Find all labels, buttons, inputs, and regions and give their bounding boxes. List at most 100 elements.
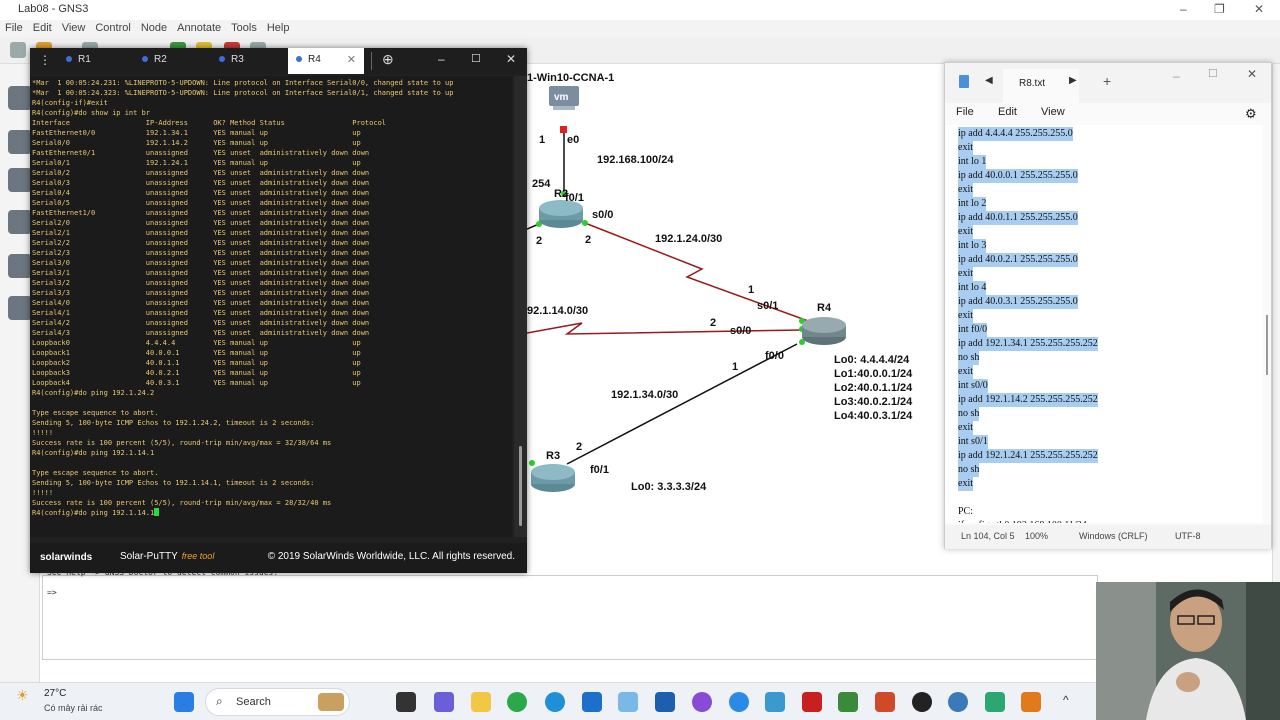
session-dot-icon — [142, 56, 148, 63]
maximize-icon[interactable]: ❐ — [1214, 2, 1225, 16]
weather-icon[interactable]: ☀ — [16, 687, 29, 703]
chat-icon[interactable] — [434, 692, 454, 712]
powerpoint-icon[interactable] — [875, 692, 895, 712]
terminal-output[interactable]: *Mar 1 00:05:24.231: %LINEPROTO-5-UPDOWN… — [30, 76, 512, 537]
vpn-icon[interactable] — [948, 692, 968, 712]
r3-number: 2 — [576, 441, 583, 453]
r2-f01-label: f0/1 — [565, 192, 584, 204]
search-label: Search — [236, 696, 271, 708]
all-devices-icon[interactable] — [8, 254, 32, 278]
text-line: ip add 40.0.3.1 255.255.255.0 — [958, 295, 1078, 309]
menu-view[interactable]: View — [61, 22, 86, 34]
text-line: no sh — [958, 463, 980, 477]
tab-r2[interactable]: R2 — [134, 48, 210, 74]
close-icon[interactable]: ✕ — [506, 52, 517, 66]
menu-dots-icon[interactable]: ⋮ — [39, 53, 51, 67]
text-line: int s0/1 — [958, 435, 988, 449]
minimize-icon[interactable]: – — [438, 52, 445, 66]
close-tab-icon[interactable]: ✕ — [346, 54, 356, 66]
r4-s01-label: s0/1 — [757, 300, 779, 312]
routers-icon[interactable] — [8, 86, 32, 110]
menu-control[interactable]: Control — [95, 22, 131, 34]
solar-putty-icon[interactable] — [1021, 692, 1041, 712]
snipping-tool-icon[interactable] — [838, 692, 858, 712]
viber-icon[interactable] — [692, 692, 712, 712]
pc-node[interactable] — [549, 86, 579, 106]
close-icon[interactable]: ✕ — [1247, 67, 1258, 81]
router-r3[interactable] — [531, 464, 575, 492]
store-icon[interactable] — [655, 692, 675, 712]
terminal-scrollbar[interactable] — [514, 76, 527, 537]
tab-label: R4 — [308, 54, 321, 65]
tab-r8-txt[interactable]: R8.txt — [1003, 69, 1079, 103]
pdf-icon[interactable] — [802, 692, 822, 712]
close-icon[interactable]: ✕ — [1254, 2, 1265, 16]
topology-canvas[interactable]: vm 1-Win10-CCNA-1 e0 1 192.168.100/24 25… — [527, 66, 945, 500]
tab-r1[interactable]: R1 — [58, 48, 134, 74]
zalo-icon[interactable] — [729, 692, 749, 712]
net-24-label: 192.1.24.0/30 — [655, 233, 723, 245]
file-explorer-icon[interactable] — [471, 692, 491, 712]
session-dot-icon — [219, 56, 225, 63]
notepad-window: ◀ R8.txt ▶ + – ☐ ✕ File Edit View ⚙ ip a… — [944, 62, 1272, 549]
maximize-icon[interactable]: ☐ — [1208, 68, 1218, 80]
notepad-scrollbar[interactable] — [1264, 125, 1271, 523]
edge-icon[interactable] — [545, 692, 565, 712]
link-r1-r4 — [527, 322, 803, 335]
menu-node[interactable]: Node — [140, 22, 168, 34]
chrome-icon[interactable] — [507, 692, 527, 712]
task-view-icon[interactable] — [396, 692, 416, 712]
notepad-icon[interactable] — [765, 692, 785, 712]
notepad-menubar: File Edit View ⚙ — [945, 103, 1271, 125]
menu-file[interactable]: File — [5, 22, 23, 34]
menu-edit[interactable]: Edit — [998, 106, 1017, 118]
link-icon[interactable] — [8, 296, 32, 320]
new-tab-icon[interactable]: ⊕ — [382, 51, 394, 67]
settings-gear-icon[interactable]: ⚙ — [1245, 106, 1257, 121]
r4-loopback-3: Lo3:40.0.2.1/24 — [834, 396, 913, 408]
gns3-app-icon[interactable] — [985, 692, 1005, 712]
router-r4[interactable] — [802, 317, 846, 345]
mail-icon[interactable] — [582, 692, 602, 712]
security-icon[interactable] — [8, 210, 32, 234]
scroll-left-icon[interactable]: ◀ — [985, 75, 993, 86]
tab-r3[interactable]: R3 — [211, 48, 287, 74]
text-line: ip add 40.0.2.1 255.255.255.0 — [958, 253, 1078, 267]
scroll-right-icon[interactable]: ▶ — [1069, 75, 1077, 86]
menu-file[interactable]: File — [956, 106, 974, 118]
menu-edit[interactable]: Edit — [32, 22, 52, 34]
tab-label: R1 — [78, 54, 91, 65]
text-line: ip add 40.0.0.1 255.255.255.0 — [958, 169, 1078, 183]
router-r2[interactable] — [539, 200, 583, 228]
menu-tools[interactable]: Tools — [231, 22, 257, 34]
r2-left-number: 2 — [536, 235, 543, 247]
gns3-console[interactable]: See Help -> GNS3 Doctor to detect common… — [42, 568, 1098, 660]
terminal-text: *Mar 1 00:05:24.231: %LINEPROTO-5-UPDOWN… — [32, 79, 454, 517]
text-line: ip add 192.1.34.1 255.255.255.252 — [958, 337, 1098, 351]
putty-window: ⋮ R1 R2 R3 R4 ✕ ⊕ – ☐ ✕ *Mar 1 00:05:24.2… — [30, 48, 527, 573]
menu-help[interactable]: Help — [266, 22, 290, 34]
switches-icon[interactable] — [8, 130, 32, 154]
maximize-icon[interactable]: ☐ — [471, 53, 481, 65]
link-r2-r4 — [584, 222, 823, 327]
tab-label: R2 — [154, 54, 167, 65]
tab-r4[interactable]: R4 ✕ — [288, 48, 364, 74]
recorder-icon[interactable] — [912, 692, 932, 712]
menu-annotate[interactable]: Annotate — [177, 22, 222, 34]
temperature: 27°C — [44, 688, 67, 699]
port-dot — [582, 220, 588, 226]
folder-icon[interactable] — [10, 42, 26, 58]
menu-view[interactable]: View — [1041, 106, 1065, 118]
end-devices-icon[interactable] — [8, 168, 32, 192]
chevron-up-icon[interactable]: ^ — [1063, 693, 1069, 707]
text-line: exit — [958, 365, 973, 379]
minimize-icon[interactable]: – — [1180, 2, 1187, 16]
start-icon[interactable] — [174, 692, 194, 712]
photos-icon[interactable] — [618, 692, 638, 712]
add-tab-icon[interactable]: + — [1103, 73, 1112, 89]
minimize-icon[interactable]: – — [1173, 69, 1180, 83]
port-dot — [561, 191, 567, 197]
taskbar-search[interactable]: ⌕ Search — [205, 688, 350, 716]
